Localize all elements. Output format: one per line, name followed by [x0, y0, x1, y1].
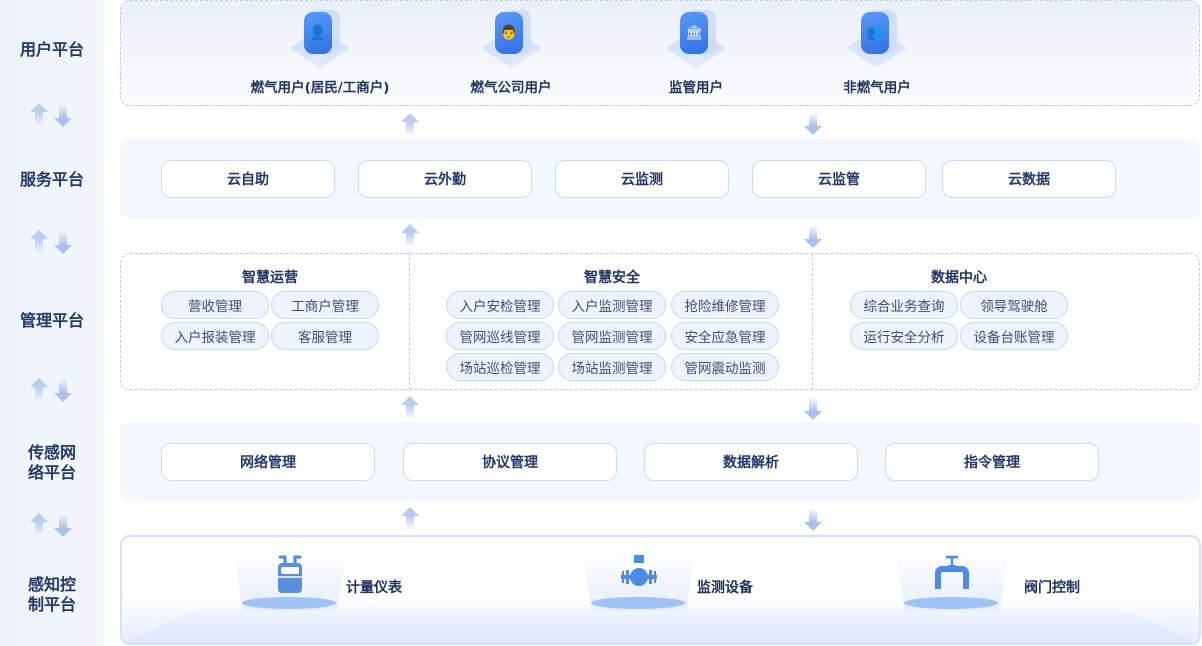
- group-divider: [409, 253, 410, 390]
- service-cloud-monitoring[interactable]: 云监测: [555, 160, 729, 198]
- user-item-non-gas[interactable]: 👥 非燃气用户: [787, 6, 967, 96]
- sensor-data-parsing[interactable]: 数据解析: [644, 443, 858, 481]
- layer-label-service: 服务平台: [19, 170, 84, 189]
- layer-rail: 用户平台 服务平台 管理平台 传感网 络平台 感知控 制平台: [0, 0, 104, 646]
- service-cloud-field-work[interactable]: 云外勤: [358, 160, 532, 198]
- bidirectional-arrows-icon: [28, 103, 76, 127]
- arrow-up-icon: [30, 230, 48, 252]
- module-emergency-repair[interactable]: 抢险维修管理: [671, 291, 779, 319]
- module-commercial-users[interactable]: 工商户管理: [271, 291, 379, 319]
- user-item-company[interactable]: 👨 燃气公司用户: [421, 6, 601, 96]
- service-cloud-data[interactable]: 云数据: [942, 160, 1116, 198]
- perception-platform-panel: 计量仪表 监测设备 阀门控制: [120, 535, 1201, 645]
- flow-down-arrow-icon: [804, 509, 822, 531]
- arrow-up-icon: [30, 378, 48, 400]
- government-building-icon: 🏛: [654, 6, 738, 70]
- arrow-down-icon: [54, 515, 72, 537]
- pipeline-sensor-icon: [621, 555, 657, 586]
- sensor-network-management[interactable]: 网络管理: [161, 443, 375, 481]
- flow-down-arrow-icon: [804, 113, 822, 135]
- company-user-icon: 👨: [469, 6, 553, 70]
- module-station-inspection[interactable]: 场站巡检管理: [446, 353, 554, 381]
- module-business-query[interactable]: 综合业务查询: [850, 291, 958, 319]
- module-home-monitoring[interactable]: 入户监测管理: [558, 291, 666, 319]
- bidirectional-arrows-icon: [28, 230, 76, 254]
- resident-user-icon: 👤: [278, 6, 362, 70]
- module-installation[interactable]: 入户报装管理: [161, 322, 269, 350]
- sensor-command-management[interactable]: 指令管理: [885, 443, 1099, 481]
- module-station-monitoring[interactable]: 场站监测管理: [558, 353, 666, 381]
- arrow-down-icon: [54, 105, 72, 127]
- people-group-icon: 👥: [835, 6, 919, 70]
- module-home-inspection[interactable]: 入户安检管理: [446, 291, 554, 319]
- layer-label-user: 用户平台: [19, 40, 84, 59]
- flow-up-arrow-icon: [401, 113, 419, 135]
- group-divider: [812, 253, 813, 390]
- group-title-data-center: 数据中心: [931, 270, 987, 286]
- module-leader-cockpit[interactable]: 领导驾驶舱: [960, 291, 1068, 319]
- module-safety-analysis[interactable]: 运行安全分析: [850, 322, 958, 350]
- layer-label-management: 管理平台: [19, 311, 84, 330]
- arrow-down-icon: [54, 380, 72, 402]
- service-cloud-supervision[interactable]: 云监管: [752, 160, 926, 198]
- valve-icon: [935, 555, 969, 589]
- user-item-regulator[interactable]: 🏛 监管用户: [606, 6, 786, 96]
- management-platform-panel: [120, 253, 1200, 390]
- layer-label-sensor-network: 传感网 络平台: [27, 443, 76, 482]
- flow-up-arrow-icon: [401, 396, 419, 418]
- module-revenue[interactable]: 营收管理: [161, 291, 269, 319]
- arrow-down-icon: [54, 232, 72, 254]
- layer-label-perception: 感知控 制平台: [27, 575, 76, 614]
- flow-down-arrow-icon: [804, 226, 822, 248]
- bidirectional-arrows-icon: [28, 513, 76, 537]
- flow-up-arrow-icon: [401, 224, 419, 246]
- bidirectional-arrows-icon: [28, 378, 76, 402]
- flow-down-arrow-icon: [804, 398, 822, 420]
- user-item-resident[interactable]: 👤 燃气用户(居民/工商户): [230, 6, 410, 96]
- module-equipment-ledger[interactable]: 设备台账管理: [960, 322, 1068, 350]
- module-pipeline-patrol[interactable]: 管网巡线管理: [446, 322, 554, 350]
- flow-up-arrow-icon: [401, 507, 419, 529]
- module-customer-service[interactable]: 客服管理: [271, 322, 379, 350]
- group-title-smart-safety: 智慧安全: [584, 270, 640, 286]
- module-pipeline-monitoring[interactable]: 管网监测管理: [558, 322, 666, 350]
- arrow-up-icon: [30, 103, 48, 125]
- group-title-smart-operations: 智慧运营: [242, 270, 298, 286]
- service-cloud-self-service[interactable]: 云自助: [161, 160, 335, 198]
- sensor-protocol-management[interactable]: 协议管理: [403, 443, 617, 481]
- gas-meter-icon: [278, 555, 302, 593]
- module-pipeline-vibration[interactable]: 管网震动监测: [671, 353, 779, 381]
- arrow-up-icon: [30, 513, 48, 535]
- module-safety-emergency[interactable]: 安全应急管理: [671, 322, 779, 350]
